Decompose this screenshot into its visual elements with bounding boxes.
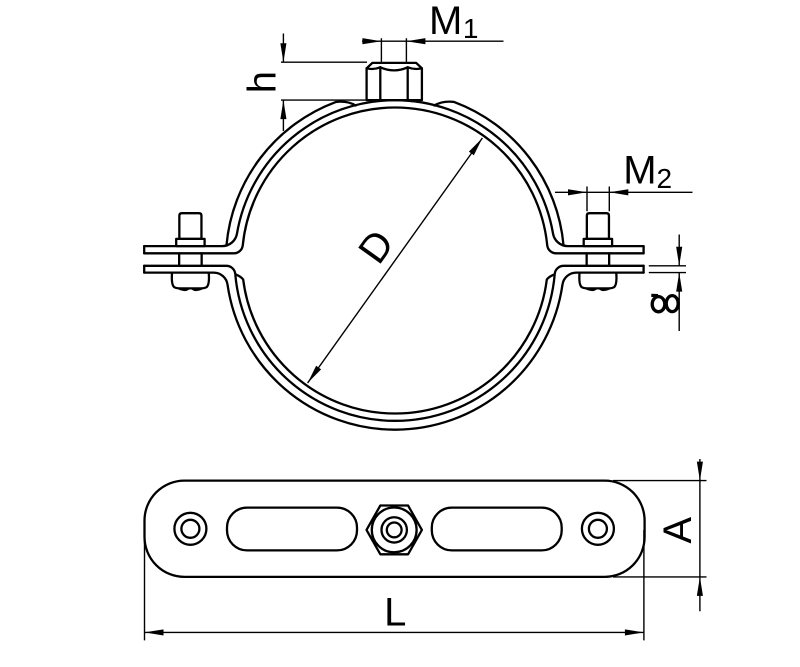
- svg-text:2: 2: [657, 163, 673, 194]
- svg-text:L: L: [384, 591, 406, 635]
- svg-text:h: h: [240, 71, 284, 93]
- svg-text:M: M: [623, 149, 656, 193]
- svg-text:1: 1: [463, 13, 479, 44]
- svg-text:M: M: [429, 0, 462, 43]
- svg-text:A: A: [656, 517, 700, 544]
